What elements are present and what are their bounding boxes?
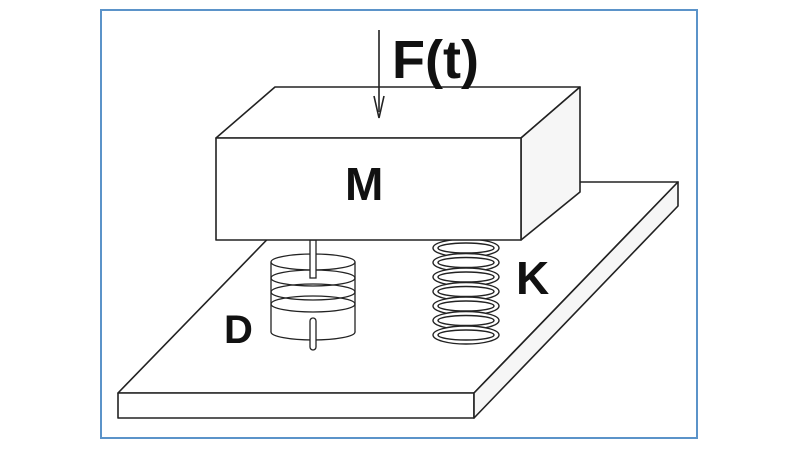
force-arrow-head — [373, 95, 385, 119]
spring-coil-inner — [437, 329, 495, 341]
mass-block — [215, 86, 581, 241]
base-plate-front — [117, 392, 475, 419]
damper-piston-ring-2 — [270, 283, 356, 301]
base-plate-side — [473, 181, 679, 419]
damper-anchor-rod — [309, 317, 317, 351]
spring-label: K — [516, 252, 549, 304]
diagram-frame — [100, 9, 698, 439]
base-plate — [117, 181, 679, 419]
damper — [270, 239, 356, 351]
spring-coil — [432, 325, 500, 345]
mass-label: M — [345, 158, 383, 210]
spring — [432, 238, 500, 345]
damper-piston-rod — [309, 239, 317, 279]
mass-block-front — [215, 137, 522, 241]
damper-label: D — [224, 308, 253, 352]
force-label: F(t) — [392, 30, 479, 90]
damper-piston-ring-3 — [270, 295, 356, 313]
force-arrow — [373, 30, 385, 119]
mass-block-top — [215, 86, 581, 139]
